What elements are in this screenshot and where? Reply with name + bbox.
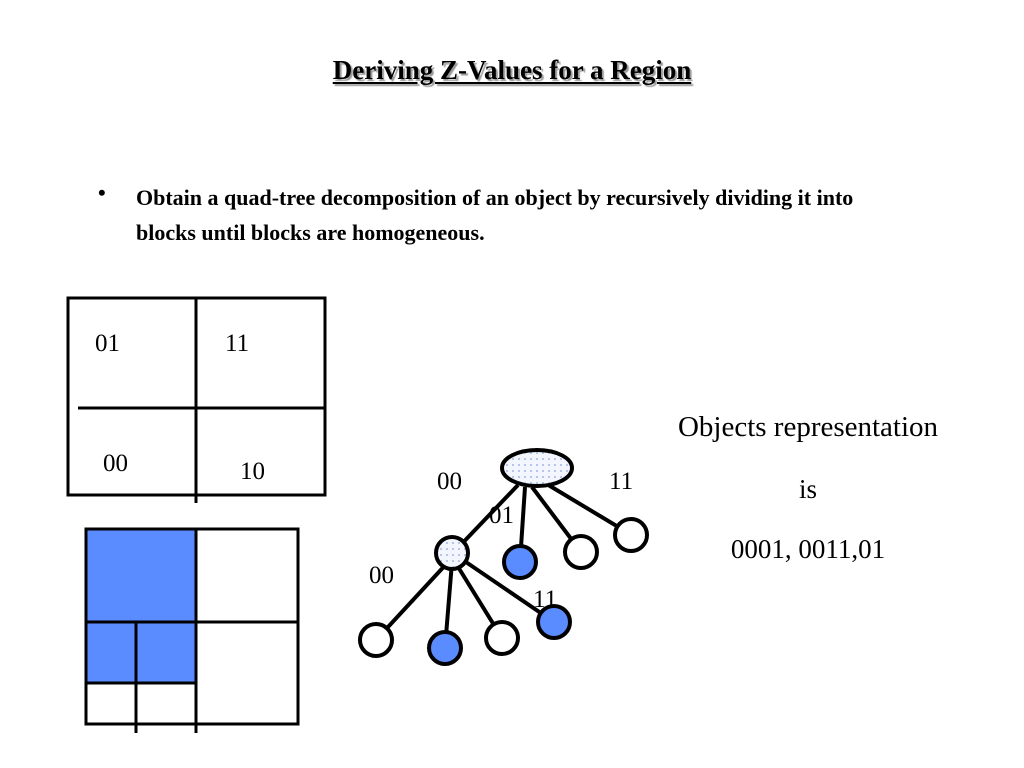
quadrant-label-bottom-right: 10 [240, 458, 265, 485]
tree-node-11 [613, 517, 649, 553]
quadrant-label-top-left: 01 [95, 330, 120, 357]
object-grid-border [84, 527, 300, 726]
tree-node-0001 [427, 630, 463, 666]
tree-label-root-01: 01 [489, 502, 514, 529]
quadrant-label-top-right: 11 [225, 330, 250, 357]
representation-line-2: is [798, 474, 817, 504]
tree-node-0000 [358, 622, 394, 658]
quadrant-grid [66, 296, 327, 503]
representation-line-3: 0001, 0011,01 [730, 534, 886, 564]
tree-node-0010 [484, 620, 520, 656]
tree-label-root-11: 11 [609, 468, 634, 495]
tree-node-01 [502, 544, 538, 580]
tree-label-root-00: 00 [437, 468, 462, 495]
bullet-symbol: • [98, 180, 106, 205]
quad-tree [358, 448, 649, 666]
quadrant-label-bottom-left: 00 [103, 450, 128, 477]
tree-edge [374, 558, 452, 642]
tree-edge [458, 556, 556, 624]
tree-node-0011 [536, 604, 572, 640]
tree-node-00 [434, 535, 470, 571]
slide-title: Deriving Z-Values for a Region [332, 55, 692, 85]
bullet-text: Obtain a quad-tree decomposition of an o… [136, 185, 854, 245]
representation-line-1: Objects representation [677, 411, 939, 443]
tree-root-node [500, 448, 574, 488]
object-grid [84, 527, 300, 733]
tree-label-child-00: 00 [369, 562, 394, 589]
tree-node-10 [563, 534, 599, 570]
block-0011 [136, 622, 196, 683]
tree-label-child-11: 11 [533, 586, 558, 613]
block-01 [86, 529, 196, 622]
block-0001 [86, 622, 136, 683]
